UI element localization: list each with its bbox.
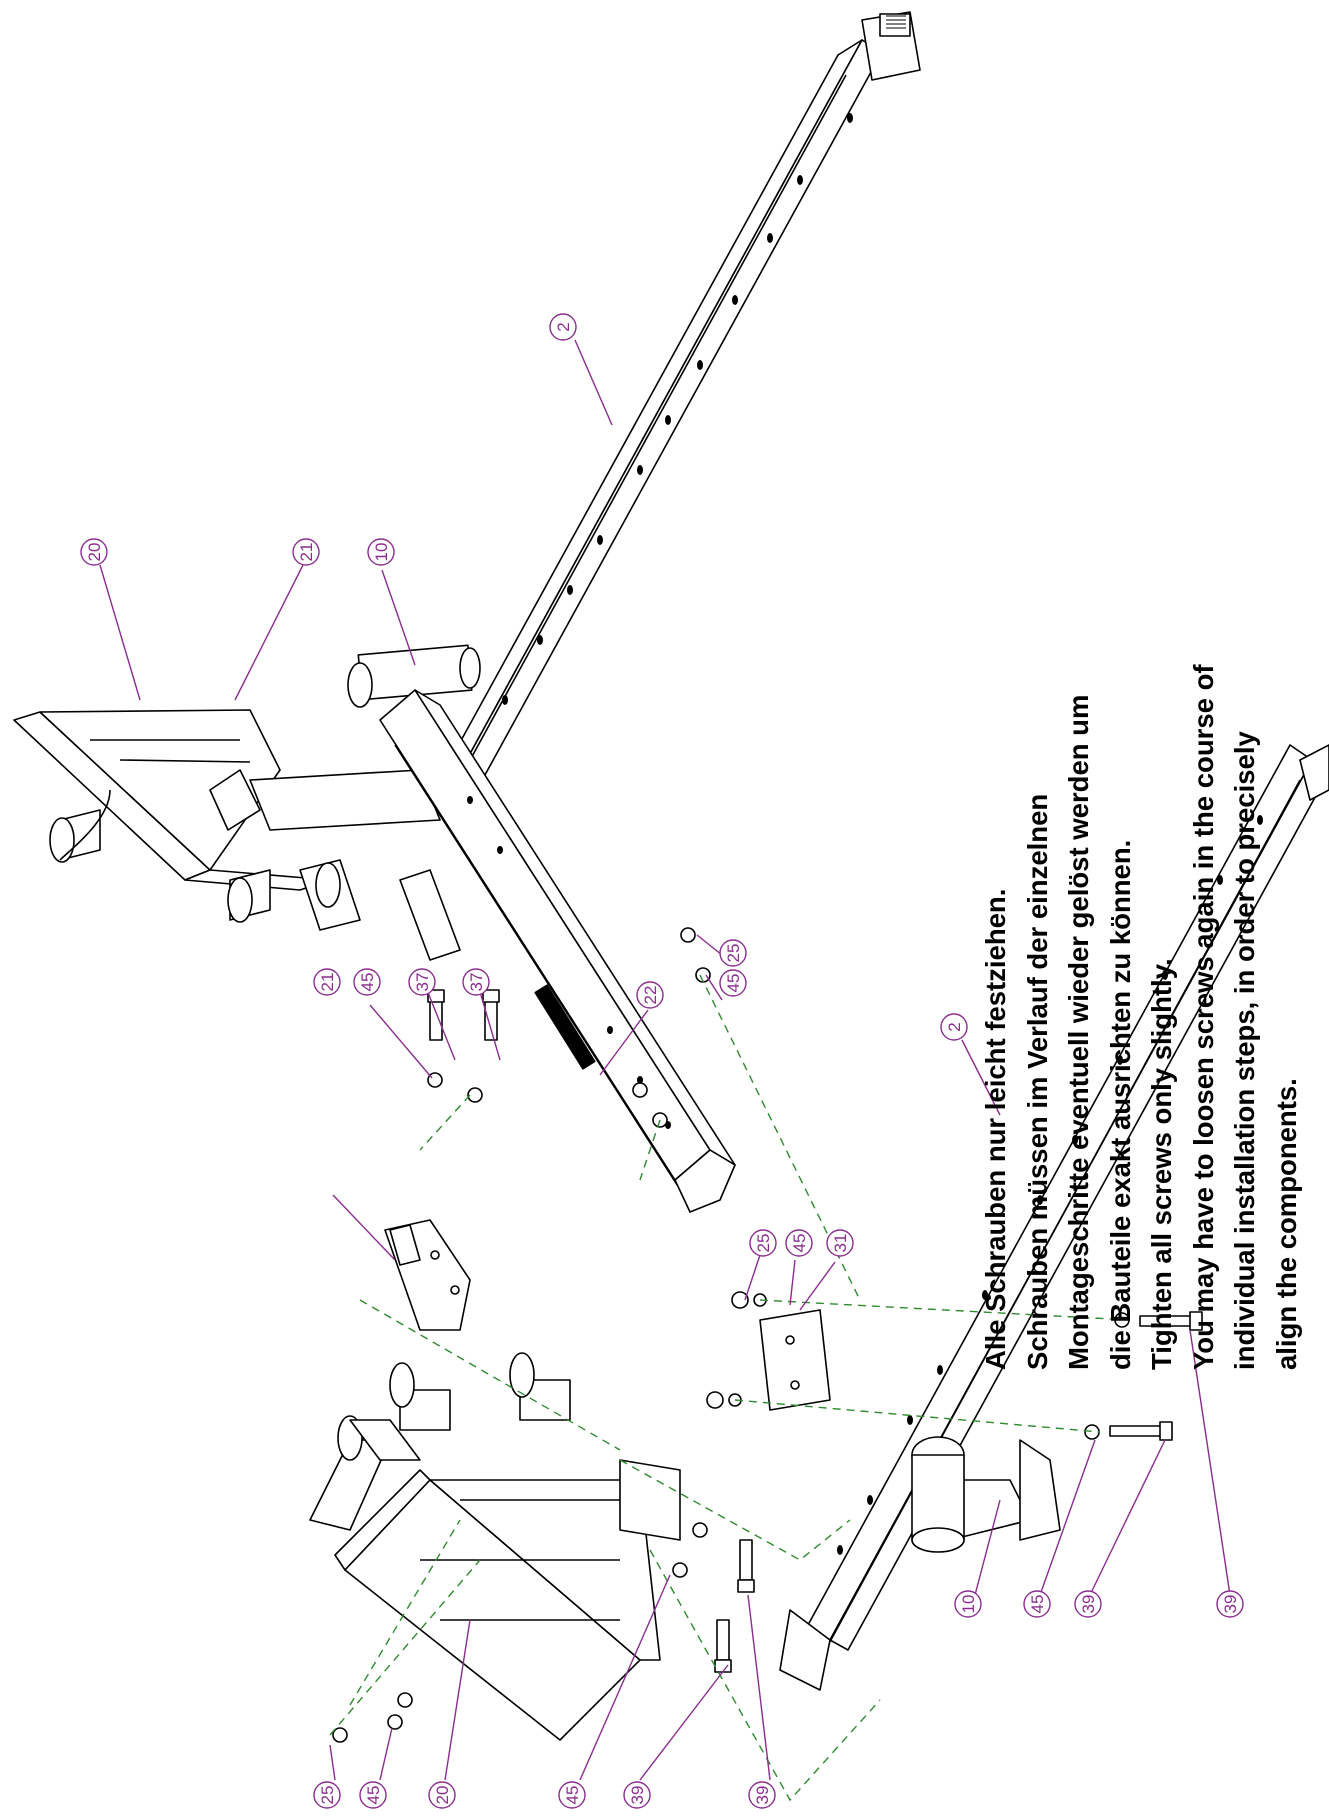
callout-label: 21 bbox=[297, 543, 316, 562]
upright-frame-lower bbox=[309, 1352, 681, 1741]
base-tube-lower bbox=[779, 744, 1329, 1691]
callout-22: 22 bbox=[636, 981, 664, 1009]
cross-tube bbox=[379, 689, 736, 1213]
leader-lines bbox=[99, 339, 1231, 1781]
callout-label: 45 bbox=[790, 1234, 809, 1253]
callout-label: 10 bbox=[959, 1595, 978, 1614]
callout-label: 45 bbox=[1028, 1595, 1047, 1614]
callout-label: 25 bbox=[318, 1786, 337, 1805]
callout-20-lower: 20 bbox=[428, 1781, 456, 1809]
instruction-line: You may have to loosen screws again in t… bbox=[1187, 664, 1219, 1370]
callout-label: 39 bbox=[628, 1786, 647, 1805]
callout-label: 31 bbox=[831, 1234, 850, 1253]
callout-31: 31 bbox=[826, 1229, 854, 1257]
callout-10-lower: 10 bbox=[954, 1590, 982, 1618]
callout-45-e: 45 bbox=[359, 1781, 387, 1809]
callout-label: 45 bbox=[358, 973, 377, 992]
bracket-lower bbox=[384, 1219, 471, 1331]
instruction-line: Tighten all screws only slightly. bbox=[1146, 958, 1177, 1370]
callout-39-a: 39 bbox=[1074, 1590, 1102, 1618]
callout-45-f: 45 bbox=[558, 1781, 586, 1809]
callouts: 2 20 21 10 22 2 25 45 25 45 31 21 45 37 … bbox=[80, 313, 1244, 1809]
callout-21-lower: 21 bbox=[313, 968, 341, 996]
callout-45-d: 45 bbox=[1023, 1590, 1051, 1618]
callout-label: 10 bbox=[372, 543, 391, 562]
callout-39-c: 39 bbox=[623, 1781, 651, 1809]
callout-label: 39 bbox=[1221, 1595, 1240, 1614]
callout-2-upper: 2 bbox=[549, 313, 577, 341]
callout-label: 45 bbox=[724, 974, 743, 993]
callout-39-b: 39 bbox=[1216, 1590, 1244, 1618]
fasteners bbox=[332, 927, 1203, 1743]
callout-label: 2 bbox=[554, 322, 573, 331]
tube-sleeve-lower bbox=[911, 1436, 1061, 1553]
callout-label: 25 bbox=[754, 1234, 773, 1253]
callout-label: 45 bbox=[563, 1786, 582, 1805]
callout-label: 22 bbox=[641, 986, 660, 1005]
callout-label: 20 bbox=[85, 543, 104, 562]
instruction-line: individual installation steps, in order … bbox=[1229, 731, 1260, 1370]
callout-label: 20 bbox=[433, 1786, 452, 1805]
callout-20-upper: 20 bbox=[80, 538, 108, 566]
instruction-line: align the components. bbox=[1270, 1078, 1302, 1370]
callout-45-b: 45 bbox=[785, 1229, 813, 1257]
callout-37-b: 37 bbox=[462, 968, 490, 996]
callout-label: 21 bbox=[318, 973, 337, 992]
instruction-line: Schrauben müssen im Verlauf der einzelne… bbox=[1021, 793, 1053, 1370]
callout-label: 39 bbox=[753, 1786, 772, 1805]
upright-frame-upper bbox=[13, 644, 481, 961]
callout-2-lower: 2 bbox=[940, 1013, 968, 1041]
callout-label: 37 bbox=[413, 973, 432, 992]
instruction-line: Montageschritte eventuell wieder gelöst … bbox=[1063, 694, 1094, 1370]
callout-45-a: 45 bbox=[719, 969, 747, 997]
callout-label: 37 bbox=[467, 973, 486, 992]
callout-label: 39 bbox=[1079, 1595, 1098, 1614]
callout-label: 45 bbox=[364, 1786, 383, 1805]
callout-37-a: 37 bbox=[408, 968, 436, 996]
callout-21-upper: 21 bbox=[292, 538, 320, 566]
callout-label: 2 bbox=[945, 1022, 964, 1031]
assembly-instructions: Alle Schrauben nur leicht festziehen. Sc… bbox=[975, 330, 1307, 1370]
instruction-line: Alle Schrauben nur leicht festziehen. bbox=[980, 888, 1011, 1370]
callout-label: 25 bbox=[724, 944, 743, 963]
callout-39-d: 39 bbox=[748, 1781, 776, 1809]
base-tube-upper bbox=[435, 11, 921, 803]
callout-25-b: 25 bbox=[749, 1229, 777, 1257]
callout-25-a: 25 bbox=[719, 939, 747, 967]
callout-45-c: 45 bbox=[353, 968, 381, 996]
callout-10-upper: 10 bbox=[367, 538, 395, 566]
plate-31 bbox=[759, 1309, 831, 1411]
callout-25-c: 25 bbox=[313, 1781, 341, 1809]
instruction-line: die Bauteile exakt ausrichten zu können. bbox=[1104, 839, 1136, 1370]
